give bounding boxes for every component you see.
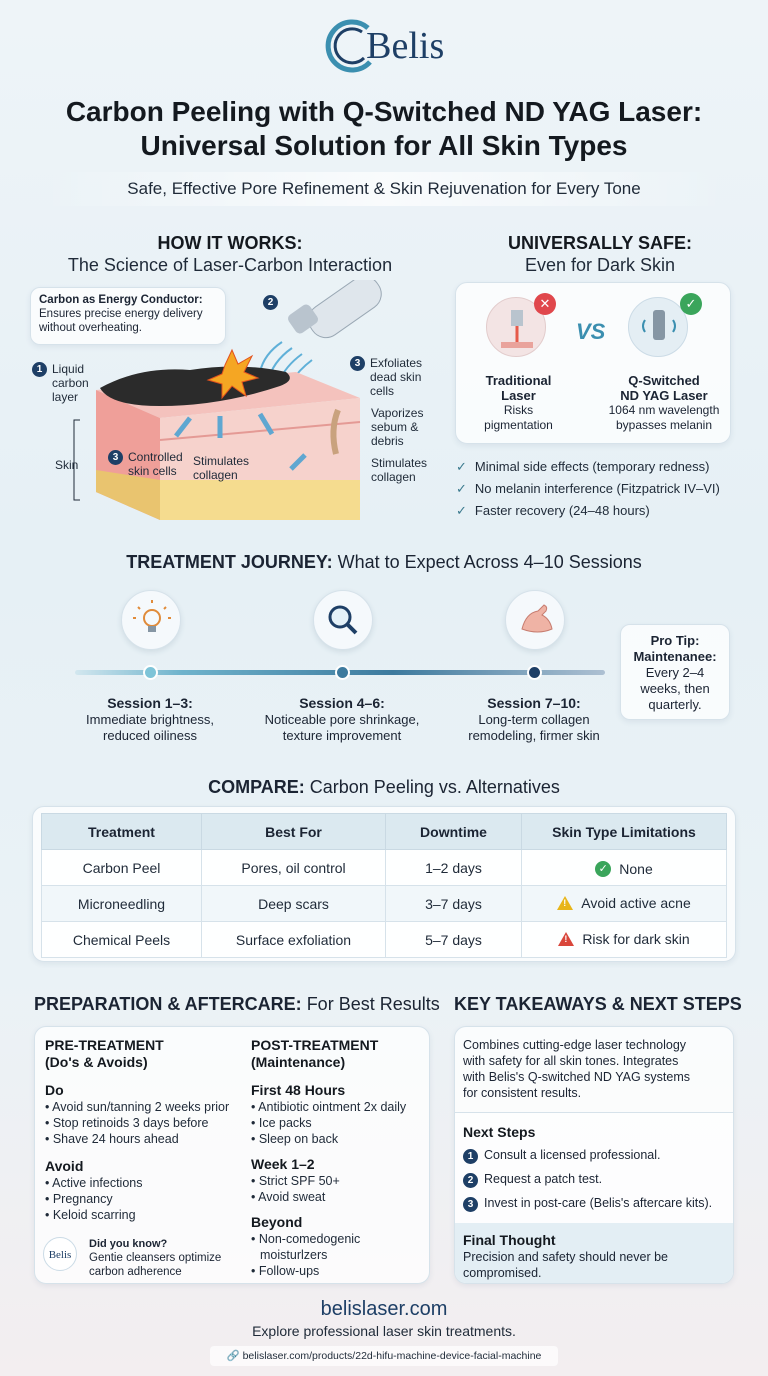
footer-url-link[interactable]: 🔗 belislaser.com/products/22d-hifu-machi… — [210, 1346, 558, 1366]
traditional-laser-icon — [486, 297, 546, 357]
label-vaporizes: Vaporizes sebum & debris — [371, 406, 424, 448]
check-circle-icon: ✓ — [595, 860, 612, 877]
compare-heading: COMPARE: Carbon Peeling vs. Alternatives — [208, 777, 560, 797]
journey-heading: TREATMENT JOURNEY: What to Expect Across… — [126, 552, 642, 572]
comparison-table-card: Treatment Best For Downtime Skin Type Li… — [32, 806, 736, 962]
col-treatment: Treatment — [41, 813, 202, 850]
col-downtime: Downtime — [385, 813, 522, 850]
check-icon: ✓ — [456, 459, 467, 474]
label-stimulates-mid: Stimulates collagen — [193, 454, 250, 482]
prep-card: PRE-TREATMENT (Do's & Avoids) Do • Avoid… — [34, 1026, 430, 1284]
label-exfoliates: 3 Exfoliates dead skin cells — [350, 356, 422, 398]
nd-yag-label: Q-Switched ND YAG Laser 1064 nm waveleng… — [608, 373, 720, 432]
vs-label: VS — [576, 319, 606, 344]
energy-conductor-callout: Carbon as Energy Conductor: Ensures prec… — [30, 287, 226, 345]
nd-yag-laser-icon — [628, 297, 688, 357]
title-line-1: Carbon Peeling with Q-Switched ND YAG La… — [65, 96, 703, 127]
takeaways-card: Combines cutting-edge laser technology w… — [454, 1026, 734, 1284]
belis-logo-icon — [325, 19, 372, 73]
traditional-laser-label: Traditional Laser Risks pigmentation — [484, 373, 553, 432]
prep-heading: PREPARATION & AFTERCARE: For Best Result… — [34, 994, 440, 1014]
post-treatment-column: POST-TREATMENT (Maintenance) First 48 Ho… — [251, 1037, 407, 1278]
skin-diagram — [73, 280, 382, 520]
label-stimulates-right: Stimulates collagen — [371, 456, 428, 484]
col-best-for: Best For — [201, 813, 386, 850]
label-controlled: 3 Controlled skin cells — [108, 450, 183, 478]
session-dot-1 — [143, 665, 158, 680]
title-line-2: Universal Solution for All Skin Types — [140, 130, 628, 161]
session-3: Session 7–10: Long-term collagen remodel… — [468, 695, 600, 743]
label-skin: Skin — [55, 458, 79, 472]
footer-tagline: Explore professional laser skin treatmen… — [252, 1323, 516, 1339]
session-1: Session 1–3: Immediate brightness, reduc… — [86, 695, 214, 743]
spark-icon — [206, 348, 260, 400]
label-liquid-carbon: 1 Liquid carbon layer — [32, 362, 89, 404]
warning-icon: ! — [557, 895, 574, 910]
pre-treatment-column: PRE-TREATMENT (Do's & Avoids) Do • Avoid… — [45, 1037, 230, 1222]
check-icon: ✓ — [456, 503, 467, 518]
session-2: Session 4–6: Noticeable pore shrinkage, … — [264, 695, 420, 743]
step-laser-badge: 2 — [263, 292, 278, 310]
check-item: ✓Minimal side effects (temporary redness… — [456, 459, 710, 474]
check-icon: ✓ — [456, 481, 467, 496]
check-icon: ✓ — [680, 293, 702, 315]
table-row: Carbon Peel Pores, oil control 1–2 days … — [41, 849, 727, 886]
check-item: ✓Faster recovery (24–48 hours) — [456, 503, 650, 518]
session-dot-3 — [527, 665, 542, 680]
belis-mini-logo-icon: Belis — [43, 1237, 77, 1271]
alert-icon: ! — [558, 931, 575, 946]
energy-arrows-icon — [174, 412, 307, 471]
skin-block-icon — [96, 372, 361, 520]
check-item: ✓No melanin interference (Fitzpatrick IV… — [456, 481, 720, 496]
link-icon: 🔗 — [226, 1350, 240, 1362]
magnifier-icon — [313, 590, 373, 650]
takeaways-intro: Combines cutting-edge laser technology w… — [455, 1027, 733, 1113]
pro-tip-callout: Pro Tip: Maintenanee: Every 2–4 weeks, t… — [620, 624, 730, 720]
did-you-know: Did you know? Gentie cleansers optimize … — [89, 1238, 222, 1278]
safety-checklist: ✓Minimal side effects (temporary redness… — [456, 459, 756, 519]
table-row: Chemical Peels Surface exfoliation 5–7 d… — [41, 921, 727, 958]
how-it-works-heading: HOW IT WORKS: The Science of Laser-Carbo… — [67, 233, 393, 275]
final-thought: Final Thought Precision and safety shoul… — [455, 1223, 733, 1283]
takeaways-heading: KEY TAKEAWAYS & NEXT STEPS — [454, 994, 742, 1014]
comparison-table: Treatment Best For Downtime Skin Type Li… — [41, 813, 727, 958]
page-subtitle: Safe, Effective Pore Refinement & Skin R… — [40, 172, 728, 206]
laser-comparison-card: ✕ VS ✓ Traditional Laser Risks pigmentat… — [455, 282, 731, 444]
muscle-arm-icon — [505, 590, 565, 650]
col-skin-type: Skin Type Limitations — [521, 813, 727, 850]
lightbulb-icon — [121, 590, 181, 650]
table-header-row: Treatment Best For Downtime Skin Type Li… — [41, 813, 727, 850]
session-dot-2 — [335, 665, 350, 680]
brand-logo: Belis — [0, 18, 768, 74]
laser-handpiece-icon — [288, 280, 382, 339]
table-row: Microneedling Deep scars 3–7 days !Avoid… — [41, 885, 727, 922]
footer-site-link[interactable]: belislaser.com — [320, 1298, 448, 1320]
page-title: Carbon Peeling with Q-Switched ND YAG La… — [0, 95, 768, 163]
safe-heading: UNIVERSALLY SAFE: Even for Dark Skin — [507, 233, 693, 275]
x-icon: ✕ — [534, 293, 556, 315]
brand-name: Belis — [366, 25, 445, 67]
